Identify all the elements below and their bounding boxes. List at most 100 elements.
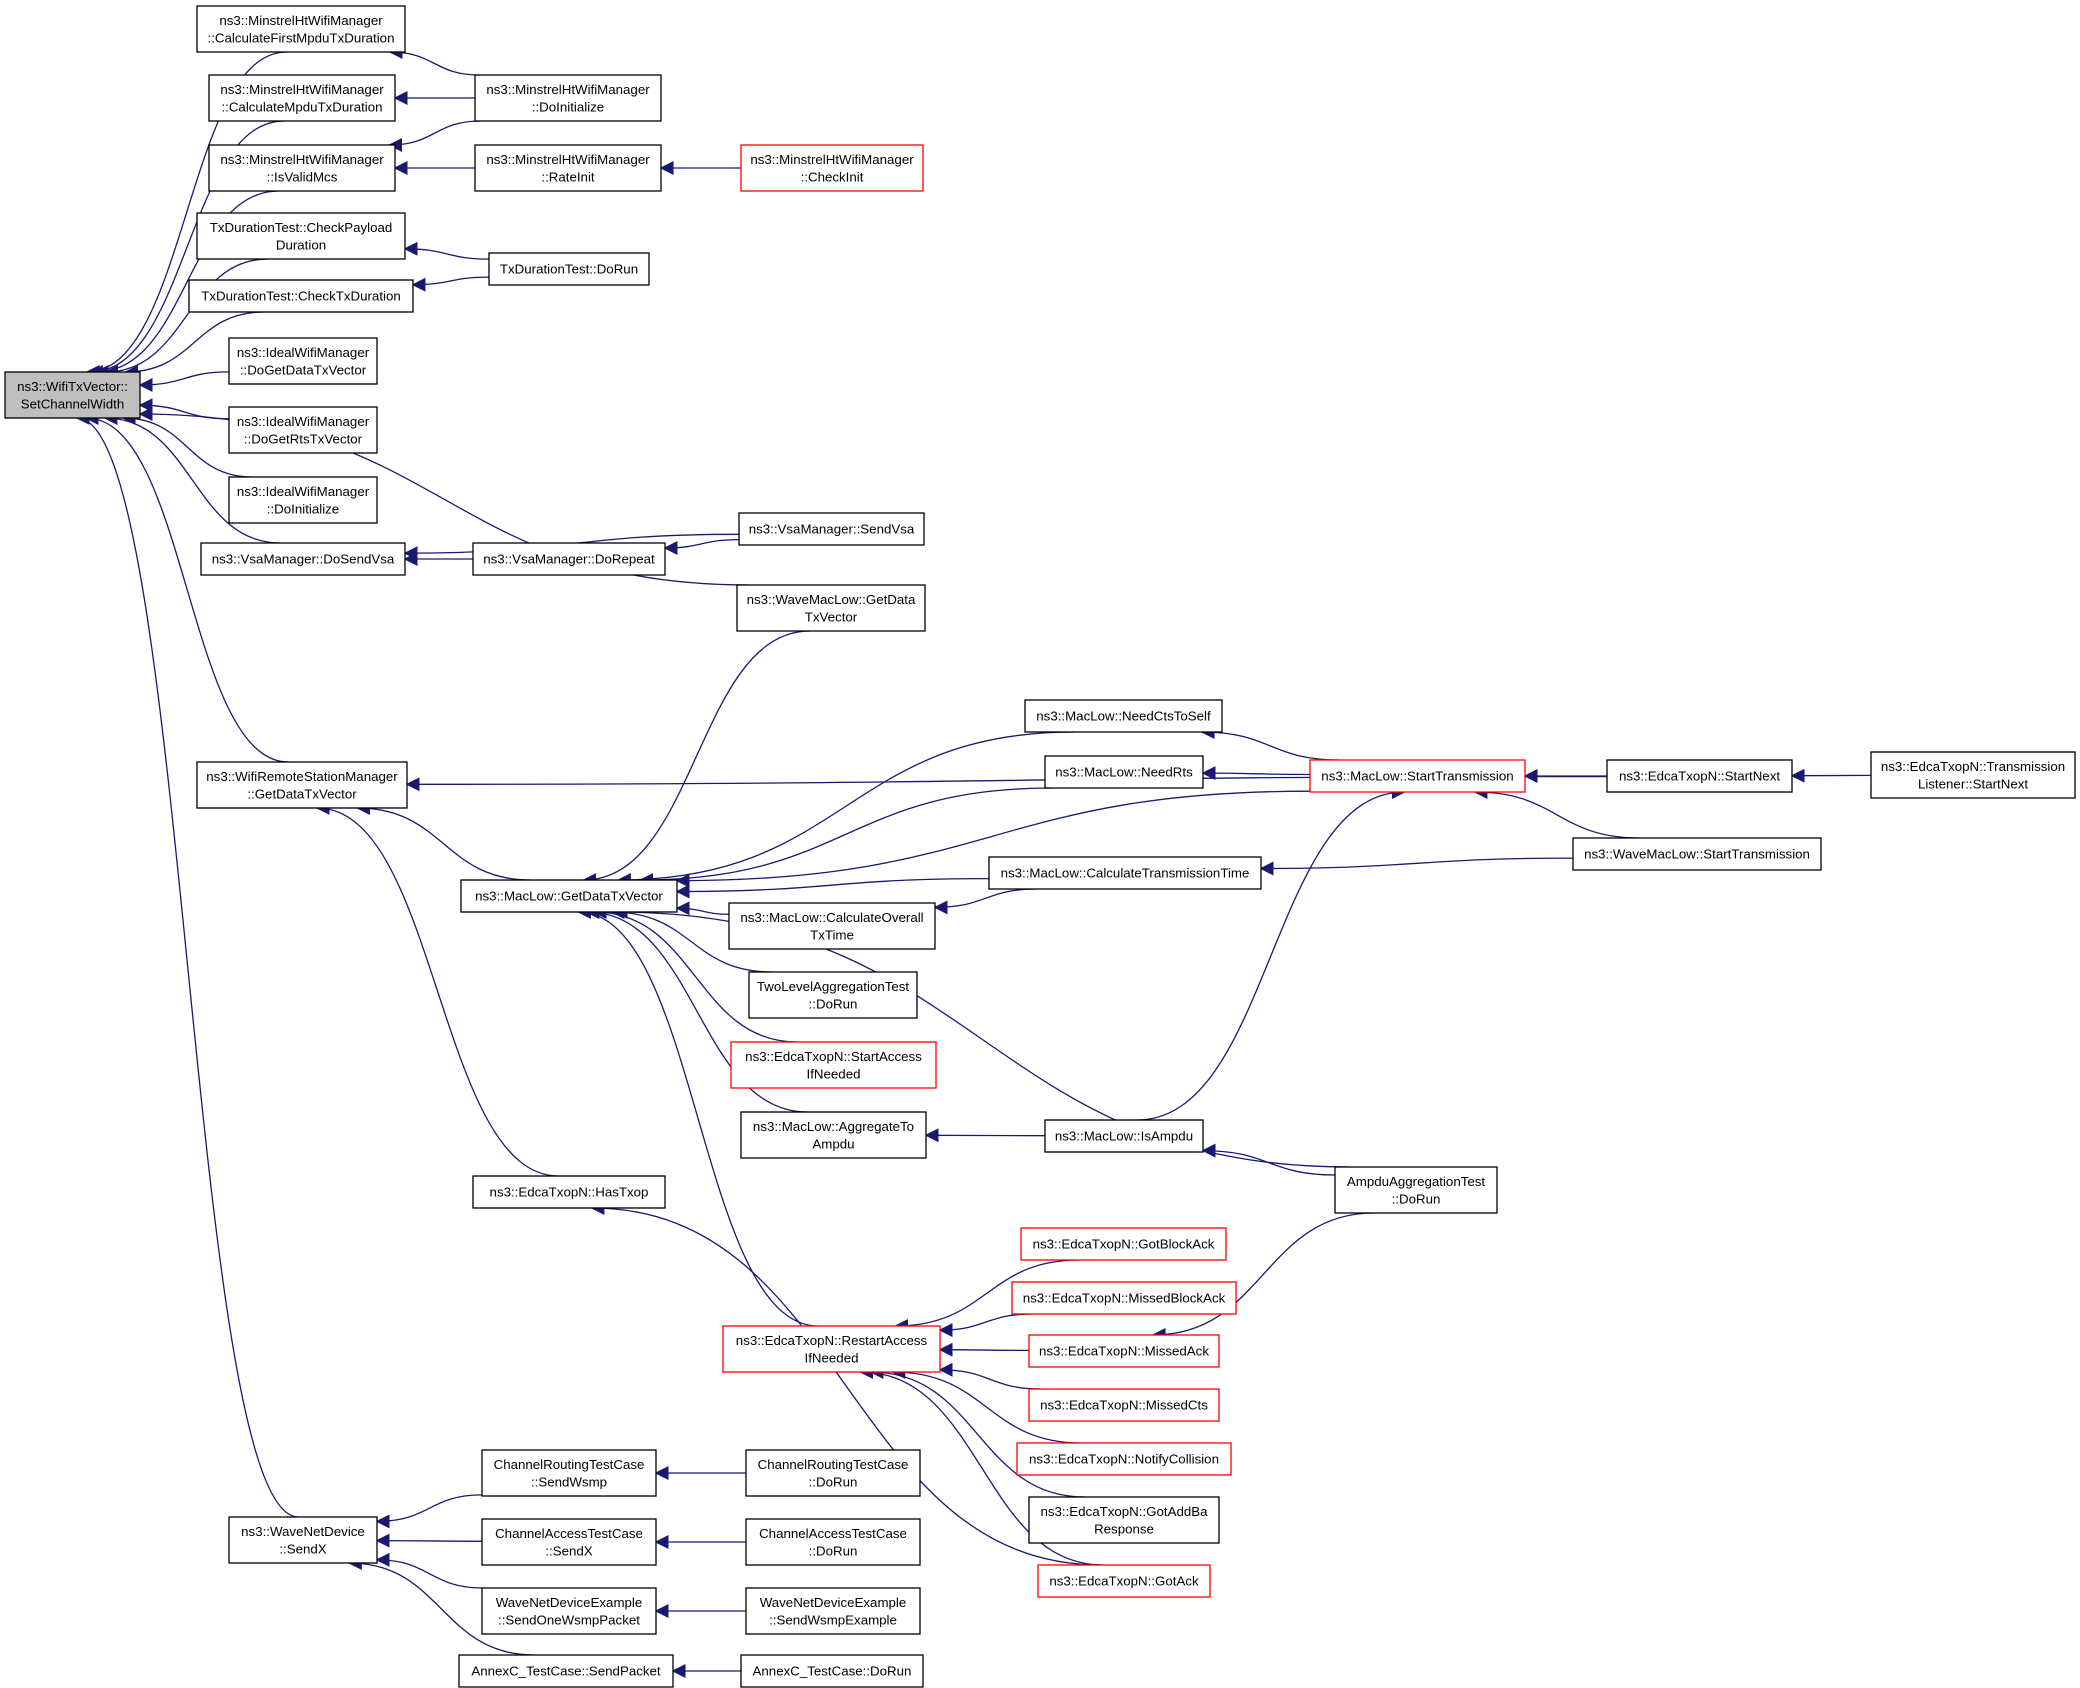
node-box (472, 1175, 666, 1209)
node-label: Ampdu (812, 1136, 854, 1151)
node-ns3-maclow-needrts[interactable]: ns3::MacLow::NeedRts (1044, 755, 1204, 789)
node-label: ns3::EdcaTxopN::StartAccess (745, 1049, 922, 1064)
node-label: ns3::MacLow::CalculateOverall (740, 910, 923, 925)
node-label: ns3::EdcaTxopN::RestartAccess (736, 1333, 928, 1348)
node-ns3-edcatxopn-gotblockack[interactable]: ns3::EdcaTxopN::GotBlockAck (1020, 1227, 1227, 1261)
node-box (460, 879, 678, 913)
node-ns3-minstrelhtwifimanager-rateinit[interactable]: ns3::MinstrelHtWifiManager::RateInit (474, 144, 662, 192)
node-ns3-edcatxopn-missedack[interactable]: ns3::EdcaTxopN::MissedAck (1028, 1334, 1220, 1368)
node-label: ns3::MinstrelHtWifiManager (219, 13, 383, 28)
node-channelaccesstestcase-sendx[interactable]: ChannelAccessTestCase::SendX (481, 1518, 657, 1566)
node-ns3-edcatxopn-transmissionlistener-startnext[interactable]: ns3::EdcaTxopN::TransmissionListener::St… (1870, 751, 2076, 799)
node-ns3-minstrelhtwifimanager-checkinit[interactable]: ns3::MinstrelHtWifiManager::CheckInit (740, 144, 924, 192)
node-ns3-wifiremotestationmanager-getdatatxvector[interactable]: ns3::WifiRemoteStationManager::GetDataTx… (196, 761, 408, 809)
edge-ns3-maclow-calculatetransmissiontime-to-ns3-maclow-getdatatxvector (675, 877, 990, 899)
node-label: TxDurationTest::CheckPayload (210, 220, 393, 235)
node-box (4, 371, 141, 419)
node-txdurationtest-dorun[interactable]: TxDurationTest::DoRun (488, 252, 650, 286)
node-label: ns3::MacLow::NeedCtsToSelf (1036, 709, 1211, 724)
node-ns3-vsamanager-dorepeat[interactable]: ns3::VsaManager::DoRepeat (472, 542, 666, 576)
node-label: TxVector (805, 609, 858, 624)
node-ns3-edcatxopn-notifycollision[interactable]: ns3::EdcaTxopN::NotifyCollision (1016, 1442, 1232, 1476)
node-ns3-edcatxopn-gotack[interactable]: ns3::EdcaTxopN::GotAck (1037, 1564, 1211, 1598)
edge-ns3-edcatxopn-missedblockack-to-ns3-edcatxopn-restartaccessifneeded (938, 1313, 1033, 1338)
node-ns3-wavemaclow-starttransmission[interactable]: ns3::WaveMacLow::StartTransmission (1572, 837, 1822, 871)
node-ns3-maclow-starttransmission[interactable]: ns3::MacLow::StartTransmission (1309, 759, 1526, 793)
edges-layer (75, 45, 1872, 1678)
node-ns3-maclow-needctstoself[interactable]: ns3::MacLow::NeedCtsToSelf (1024, 699, 1223, 733)
edge-ns3-wavemaclow-starttransmission-to-ns3-maclow-starttransmission (1473, 785, 1640, 839)
node-channelroutingtestcase-sendwsmp[interactable]: ChannelRoutingTestCase::SendWsmp (481, 1449, 657, 1497)
node-label: ns3::WifiTxVector:: (17, 379, 128, 394)
node-box (740, 1111, 927, 1159)
node-twolevelaggregationtest-dorun[interactable]: TwoLevelAggregationTest::DoRun (748, 971, 918, 1019)
node-label: WaveNetDeviceExample (496, 1595, 643, 1610)
node-label: ::CalculateMpduTxDuration (221, 99, 382, 114)
node-ns3-minstrelhtwifimanager-calculatefirstmpdutxduration[interactable]: ns3::MinstrelHtWifiManager::CalculateFir… (196, 5, 406, 53)
node-box (1016, 1442, 1232, 1476)
node-label: ChannelRoutingTestCase (494, 1457, 645, 1472)
node-box (196, 212, 406, 260)
edge-annexc-testcase-sendpacket-to-ns3-wavenetdevice-sendx (347, 1556, 534, 1656)
node-label: ns3::WaveMacLow::GetData (747, 592, 916, 607)
node-ns3-vsamanager-sendvsa[interactable]: ns3::VsaManager::SendVsa (738, 512, 925, 546)
edge-ns3-edcatxopn-gotack-to-ns3-edcatxopn-restartaccessifneeded (859, 1365, 1104, 1566)
node-label: ::DoGetDataTxVector (240, 362, 367, 377)
node-ns3-idealwifimanager-dogetdatatxvector[interactable]: ns3::IdealWifiManager::DoGetDataTxVector (228, 337, 378, 385)
node-box (196, 761, 408, 809)
edge-ns3-edcatxopn-gotaddbaresponse-to-ns3-edcatxopn-restartaccessifneeded (869, 1365, 1085, 1498)
node-ns3-minstrelhtwifimanager-doinitialize[interactable]: ns3::MinstrelHtWifiManager::DoInitialize (474, 74, 662, 122)
node-ns3-edcatxopn-startnext[interactable]: ns3::EdcaTxopN::StartNext (1606, 759, 1793, 793)
node-label: ::SendWsmpExample (769, 1612, 897, 1627)
node-ns3-edcatxopn-missedcts[interactable]: ns3::EdcaTxopN::MissedCts (1028, 1388, 1220, 1422)
node-box (1572, 837, 1822, 871)
node-txdurationtest-checktxduration[interactable]: TxDurationTest::CheckTxDuration (188, 279, 414, 313)
edge-ns3-maclow-calculateoveralltxtime-to-ns3-maclow-getdatatxvector (675, 901, 730, 916)
node-box (208, 74, 396, 122)
node-box (228, 406, 378, 454)
node-channelroutingtestcase-dorun[interactable]: ChannelRoutingTestCase::DoRun (745, 1449, 921, 1497)
node-ns3-wavemaclow-getdatatxvector[interactable]: ns3::WaveMacLow::GetDataTxVector (736, 584, 926, 632)
node-ns3-edcatxopn-missedblockack[interactable]: ns3::EdcaTxopN::MissedBlockAck (1011, 1281, 1237, 1315)
node-label: ::SendOneWsmpPacket (498, 1612, 640, 1627)
node-label: ns3::MacLow::AggregateTo (753, 1119, 914, 1134)
node-ns3-maclow-getdatatxvector[interactable]: ns3::MacLow::GetDataTxVector (460, 879, 678, 913)
node-ns3-maclow-isampdu[interactable]: ns3::MacLow::IsAmpdu (1044, 1119, 1204, 1153)
node-channelaccesstestcase-dorun[interactable]: ChannelAccessTestCase::DoRun (745, 1518, 921, 1566)
node-ns3-edcatxopn-hastxop[interactable]: ns3::EdcaTxopN::HasTxop (472, 1175, 666, 1209)
node-label: TwoLevelAggregationTest (757, 979, 910, 994)
node-label: ns3::EdcaTxopN::GotAddBa (1040, 1504, 1208, 1519)
node-ns3-wavenetdevice-sendx[interactable]: ns3::WaveNetDevice::SendX (228, 1516, 378, 1564)
edge-ns3-wavemaclow-starttransmission-to-ns3-maclow-calculatetransmissiontime (1259, 857, 1574, 876)
node-label: TxDurationTest::DoRun (500, 262, 638, 277)
node-ns3-minstrelhtwifimanager-isvalidmcs[interactable]: ns3::MinstrelHtWifiManager::IsValidMcs (208, 144, 396, 192)
node-ampduaggregationtest-dorun[interactable]: AmpduAggregationTest::DoRun (1334, 1166, 1498, 1214)
edge-ns3-wifiremotestationmanager-getdatatxvector-to-ns3-wifitxvector-setchannelwidth (84, 411, 289, 763)
edge-ns3-maclow-needctstoself-to-ns3-maclow-getdatatxvector (616, 731, 1075, 887)
node-annexc-testcase-dorun[interactable]: AnnexC_TestCase::DoRun (740, 1654, 924, 1688)
node-ns3-vsamanager-dosendvsa[interactable]: ns3::VsaManager::DoSendVsa (200, 542, 406, 576)
node-label: ns3::EdcaTxopN::StartNext (1619, 769, 1780, 784)
node-ns3-maclow-calculatetransmissiontime[interactable]: ns3::MacLow::CalculateTransmissionTime (988, 856, 1262, 890)
node-wavenetdeviceexample-sendwsmpexample[interactable]: WaveNetDeviceExample::SendWsmpExample (745, 1587, 921, 1635)
node-label: ::DoInitialize (532, 99, 604, 114)
edge-ns3-minstrelhtwifimanager-doinitialize-to-ns3-minstrelhtwifimanager-isvalidmcs (388, 120, 481, 152)
edge-ns3-minstrelhtwifimanager-doinitialize-to-ns3-minstrelhtwifimanager-calculatefirstmpdutxduration (388, 45, 480, 76)
node-label: ::IsValidMcs (267, 169, 338, 184)
node-box (745, 1518, 921, 1566)
node-label: ns3::EdcaTxopN::NotifyCollision (1029, 1452, 1219, 1467)
edge-ns3-maclow-starttransmission-to-ns3-maclow-needrts (1201, 766, 1311, 781)
node-wavenetdeviceexample-sendonewsmppacket[interactable]: WaveNetDeviceExample::SendOneWsmpPacket (481, 1587, 657, 1635)
node-label: ns3::MacLow::StartTransmission (1321, 769, 1513, 784)
node-ns3-minstrelhtwifimanager-calculatempdutxduration[interactable]: ns3::MinstrelHtWifiManager::CalculateMpd… (208, 74, 396, 122)
node-annexc-testcase-sendpacket[interactable]: AnnexC_TestCase::SendPacket (458, 1654, 674, 1688)
node-ns3-idealwifimanager-doinitialize[interactable]: ns3::IdealWifiManager::DoInitialize (228, 476, 378, 524)
node-ns3-idealwifimanager-dogetrtstxvector[interactable]: ns3::IdealWifiManager::DoGetRtsTxVector (228, 406, 378, 454)
node-label: ns3::VsaManager::SendVsa (749, 522, 915, 537)
